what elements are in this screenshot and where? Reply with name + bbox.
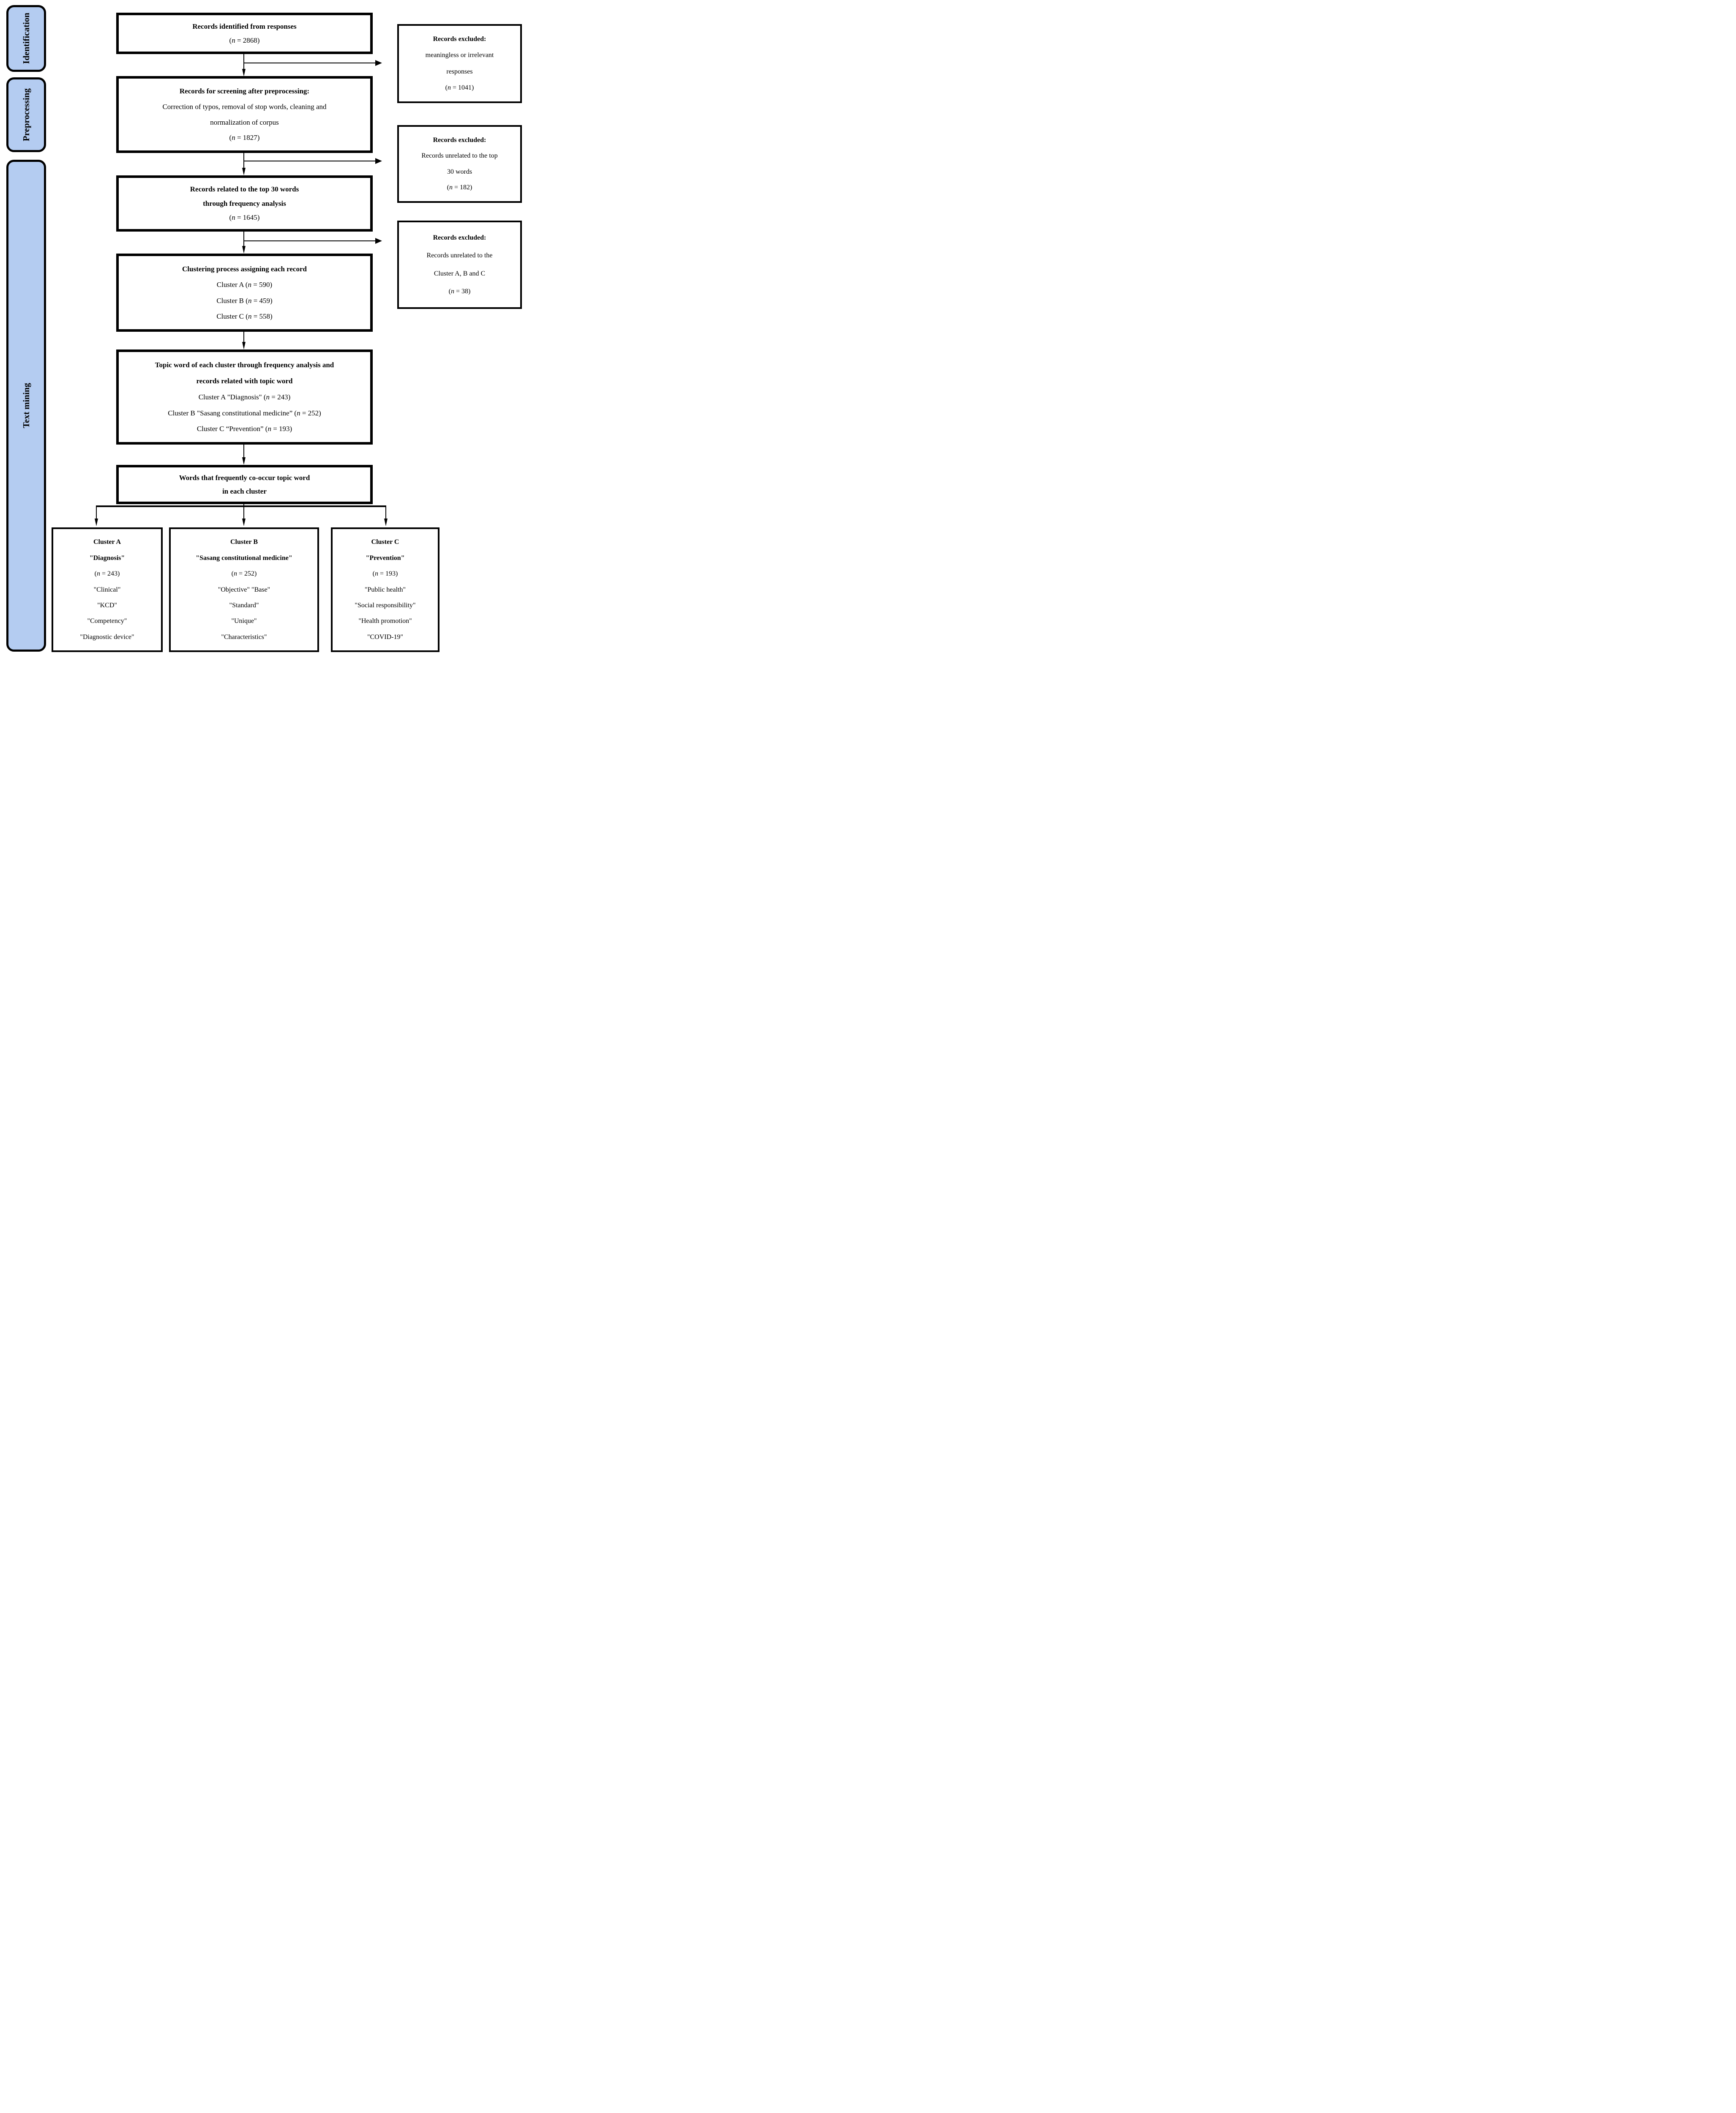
connector-down-left: [96, 507, 97, 519]
cluster-box-c-prevention: Cluster C "Prevention" (n = 193) "Public he…: [331, 527, 439, 652]
text-line: "Sasang constitutional medicine": [196, 554, 292, 562]
connector-down-1: [243, 54, 244, 69]
text-line: Cluster B "Sasang constitutional medicin…: [168, 409, 321, 417]
connector-down-middle: [243, 507, 244, 519]
text-line: (n = 243): [94, 570, 120, 578]
text-line: Cluster A: [93, 538, 121, 546]
flow-box-top-30-words: Records related to the top 30 words throu…: [116, 175, 373, 232]
text-line: Words that frequently co-occur topic wor…: [179, 474, 310, 482]
text-line: "COVID-19": [367, 633, 404, 641]
text-line: Records excluded:: [433, 35, 486, 43]
text-line: "Public health": [364, 586, 406, 593]
flow-box-clustering: Clustering process assigning each record…: [116, 254, 373, 332]
text-line: "Competency": [87, 617, 127, 625]
stage-preprocessing-label: Preprocessing: [21, 88, 31, 142]
text-line: Cluster C: [371, 538, 399, 546]
text-line: Records identified from responses: [192, 22, 297, 30]
text-line: responses: [446, 68, 473, 75]
text-line: (n = 2868): [229, 36, 260, 44]
text-line: Records unrelated to the top: [421, 152, 498, 160]
text-line: Cluster B: [230, 538, 258, 546]
text-line: (n = 193): [372, 570, 398, 578]
arrowhead-down-5: [242, 457, 246, 465]
text-line: Cluster A (n = 590): [216, 281, 273, 289]
text-line: (n = 1827): [229, 134, 260, 142]
flow-box-cooccur: Words that frequently co-occur topic wor…: [116, 465, 373, 504]
connector-down-3: [243, 232, 244, 246]
text-line: through frequency analysis: [203, 199, 286, 207]
cluster-box-b-sasang: Cluster B "Sasang constitutional medicine…: [169, 527, 319, 652]
text-line: Cluster A, B and C: [434, 270, 486, 277]
text-line: "Objective" "Base": [218, 586, 270, 593]
text-line: (n = 1645): [229, 213, 260, 222]
text-line: "Health promotion": [358, 617, 412, 625]
text-line: 30 words: [447, 168, 472, 175]
stage-identification-label: Identification: [21, 13, 31, 64]
text-line: Records excluded:: [433, 136, 486, 144]
stage-preprocessing: Preprocessing: [6, 77, 46, 152]
text-line: Correction of typos, removal of stop wor…: [162, 103, 327, 111]
text-line: "Clinical": [93, 586, 121, 593]
text-line: Cluster C “Prevention” (n = 193): [197, 425, 292, 433]
text-line: (n = 252): [231, 570, 257, 578]
text-line: "KCD": [97, 601, 117, 609]
flow-box-screening: Records for screening after preprocessin…: [116, 76, 373, 153]
arrowhead-down-right: [384, 519, 388, 526]
connector-down-right: [385, 507, 386, 519]
text-line: Cluster C (n = 558): [216, 312, 273, 320]
arrowhead-down-2: [242, 168, 246, 175]
arrowhead-down-middle: [242, 519, 246, 526]
text-line: "Social responsibility": [355, 601, 416, 609]
text-line: Records unrelated to the: [426, 252, 493, 259]
text-line: in each cluster: [222, 487, 267, 495]
connector-down-4: [243, 332, 244, 342]
text-line: records related with topic word: [196, 377, 293, 385]
stage-text-mining: Text mining: [6, 160, 46, 652]
arrowhead-right-2: [375, 158, 382, 164]
connector-stub-6: [243, 504, 244, 506]
text-line: "Diagnosis": [89, 554, 125, 562]
text-line: (n = 1041): [445, 84, 474, 91]
text-line: "Diagnostic device": [80, 633, 134, 641]
arrowhead-down-4: [242, 342, 246, 349]
excluded-box-irrelevant-responses: Records excluded: meaningless or irreleva…: [397, 24, 522, 103]
cluster-box-a-diagnosis: Cluster A "Diagnosis" (n = 243) "Clinical" "…: [52, 527, 163, 652]
excluded-box-unrelated-clusters: Records excluded: Records unrelated to th…: [397, 221, 522, 309]
text-line: Clustering process assigning each record: [182, 265, 307, 273]
text-line: Cluster A "Diagnosis" (n = 243): [198, 393, 291, 401]
text-line: normalization of corpus: [210, 118, 279, 126]
text-line: Records for screening after preprocessin…: [179, 87, 310, 96]
flow-box-topic-word: Topic word of each cluster through frequ…: [116, 349, 373, 445]
stage-text-mining-label: Text mining: [21, 383, 31, 429]
text-line: "Unique": [231, 617, 257, 625]
flow-diagram: Identification Preprocessing Text mining…: [0, 0, 524, 658]
arrowhead-down-3: [242, 246, 246, 254]
text-line: "Standard": [229, 601, 259, 609]
text-line: "Prevention": [366, 554, 405, 562]
text-line: (n = 182): [447, 184, 472, 191]
text-line: Cluster B (n = 459): [216, 296, 273, 305]
stage-identification: Identification: [6, 5, 46, 72]
excluded-box-unrelated-top30: Records excluded: Records unrelated to th…: [397, 125, 522, 203]
text-line: Records excluded:: [433, 234, 486, 241]
connector-right-3: [244, 240, 375, 241]
text-line: Topic word of each cluster through frequ…: [155, 361, 334, 369]
arrowhead-right-1: [375, 60, 382, 66]
arrowhead-down-left: [95, 519, 98, 526]
text-line: meaningless or irrelevant: [425, 52, 494, 59]
text-line: Records related to the top 30 words: [190, 185, 299, 194]
connector-branch-bar: [96, 505, 386, 507]
text-line: (n = 38): [448, 288, 471, 295]
text-line: "Characteristics": [221, 633, 267, 641]
arrowhead-right-3: [375, 238, 382, 244]
flow-box-records-identified: Records identified from responses (n = 28…: [116, 13, 373, 54]
arrowhead-down-1: [242, 69, 246, 76]
connector-down-5: [243, 445, 244, 458]
